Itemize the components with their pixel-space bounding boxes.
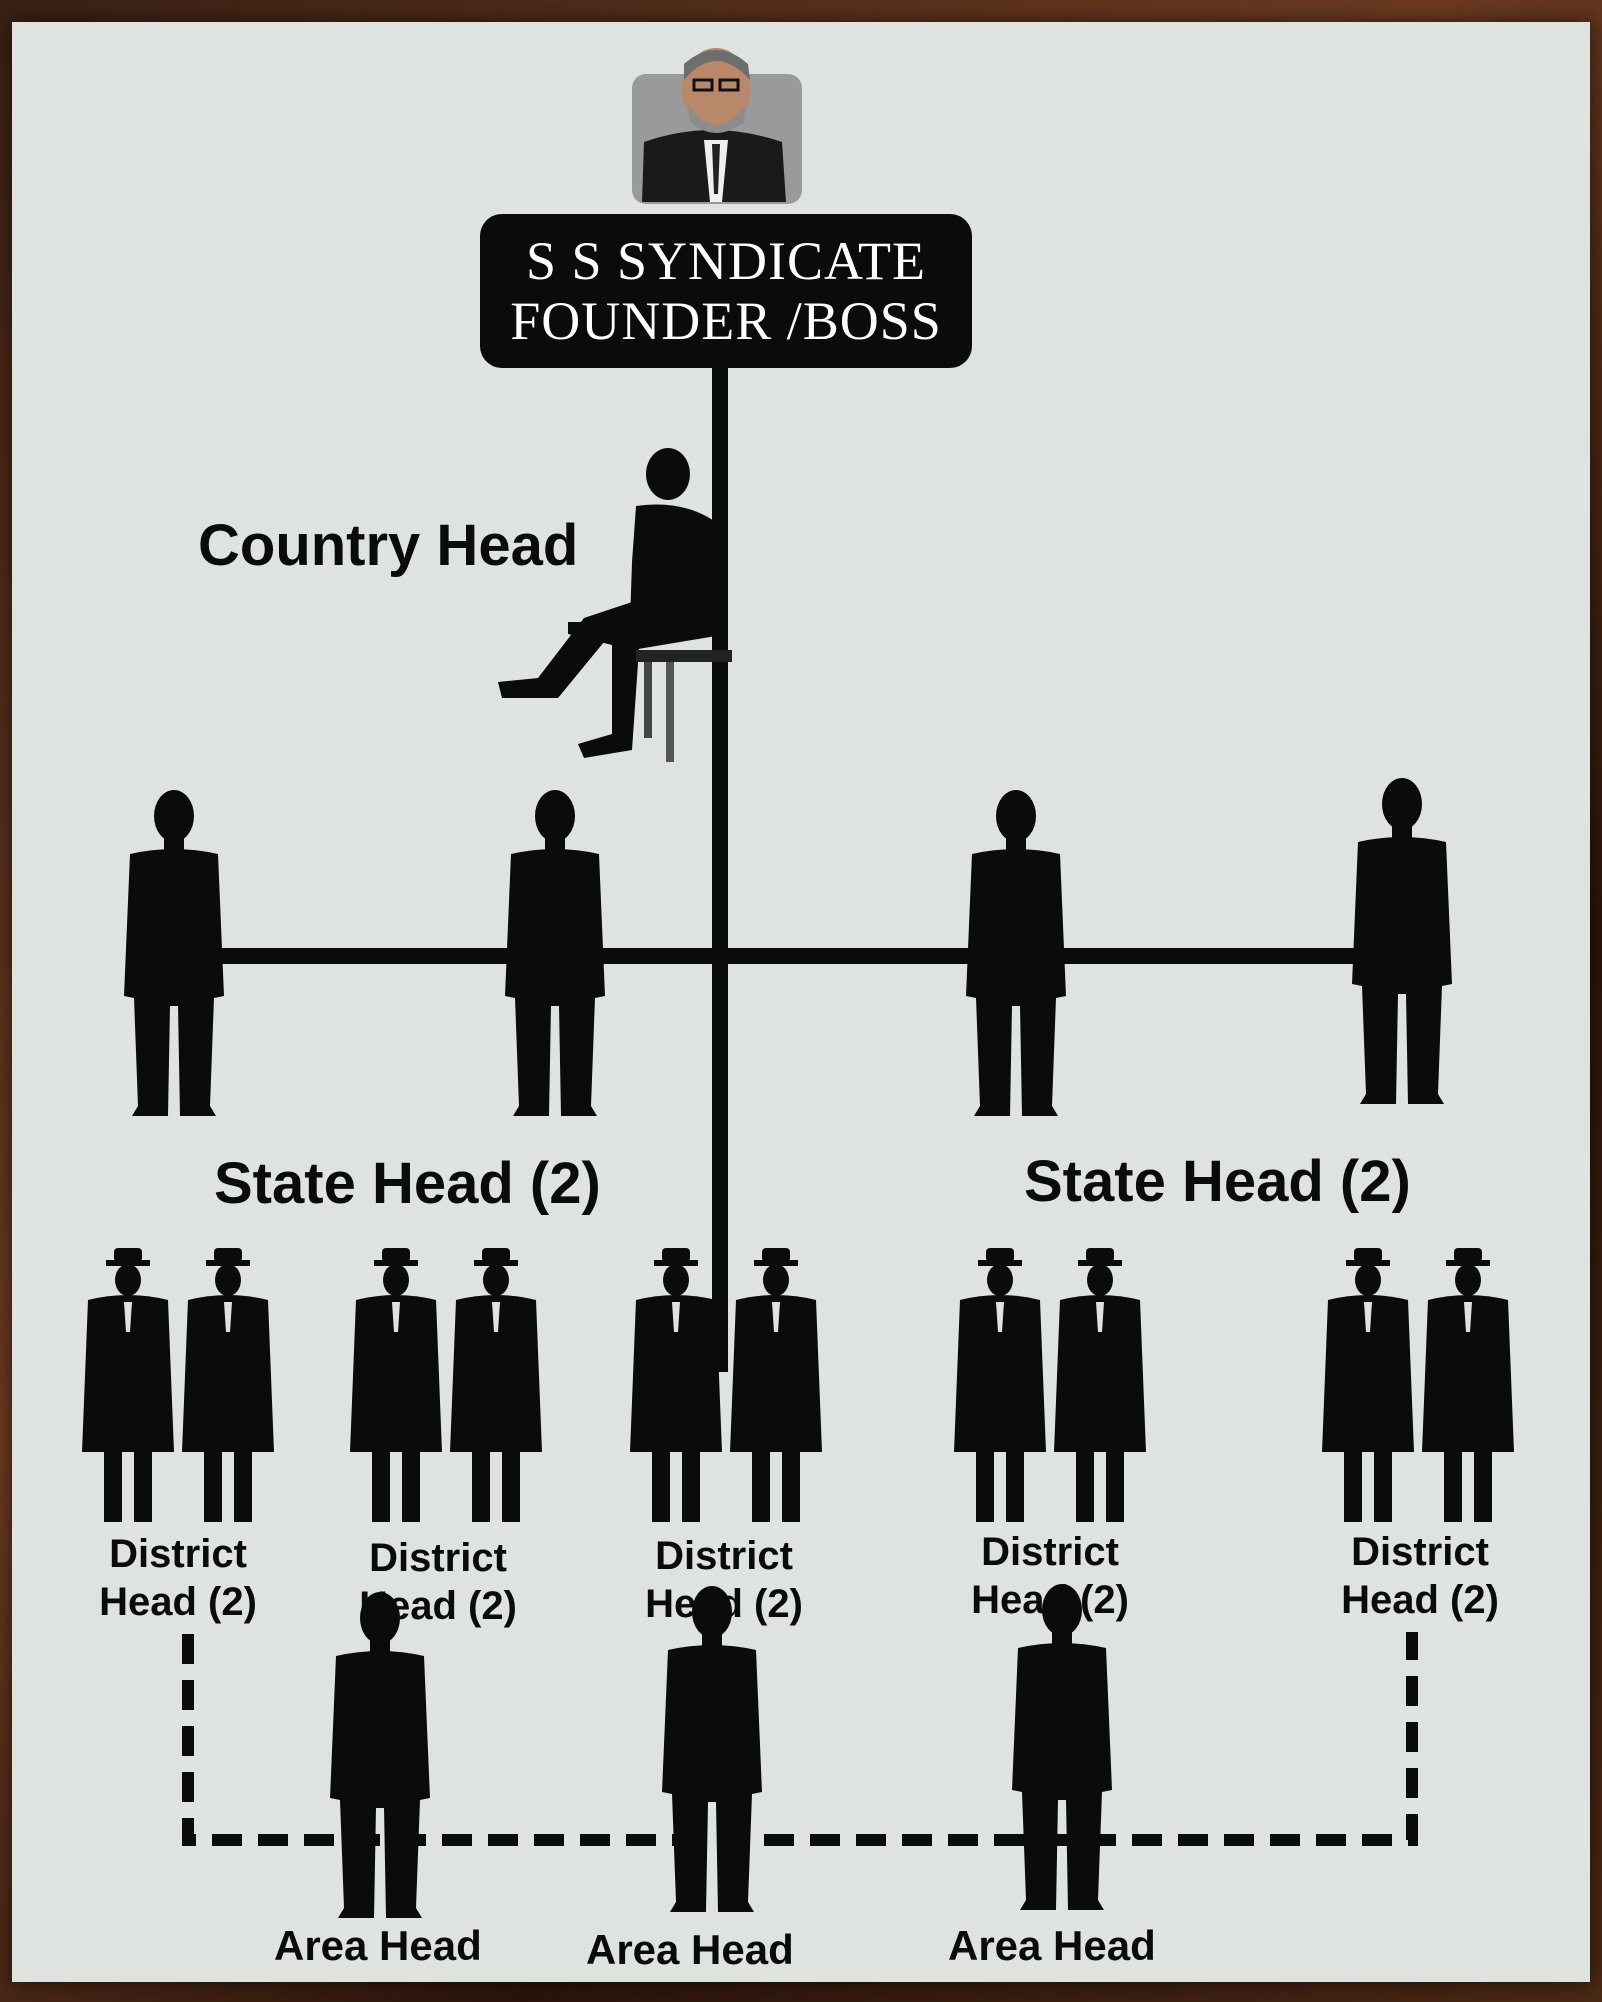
district-label-line1: District (981, 1530, 1119, 1574)
area-head-label: Area Head (274, 1922, 482, 1969)
district-label-line1: District (109, 1532, 247, 1576)
district-head-label: District Head (2) (328, 1534, 548, 1630)
founder-boss-box: S S SYNDICATE FOUNDER /BOSS (480, 214, 972, 368)
district-head-label: District Head (2) (614, 1532, 834, 1628)
state-heads (124, 778, 1452, 1116)
area-head-label: Area Head (948, 1922, 1156, 1969)
district-label-line2: Head (2) (1341, 1578, 1499, 1622)
district-label-line2: Head (2) (359, 1584, 517, 1628)
district-head-label: District Head (2) (940, 1528, 1160, 1624)
district-label-line2: Head (2) (971, 1578, 1129, 1622)
country-head-label: Country Head (198, 513, 579, 578)
org-chart-graphic (82, 48, 1514, 1918)
boss-portrait (632, 48, 802, 204)
area-heads (330, 1584, 1112, 1918)
boss-title-line2: FOUNDER /BOSS (510, 291, 942, 351)
country-head-silhouette (498, 448, 732, 762)
district-label-line2: Head (2) (645, 1582, 803, 1626)
district-label-line2: Head (2) (99, 1580, 257, 1624)
district-label-line1: District (655, 1534, 793, 1578)
state-head-label-right: State Head (2) (1024, 1149, 1411, 1214)
district-head-label: District Head (2) (68, 1530, 288, 1626)
district-label-line1: District (369, 1536, 507, 1580)
district-label-line1: District (1351, 1530, 1489, 1574)
state-head-label-left: State Head (2) (214, 1151, 601, 1216)
district-heads (82, 1248, 1514, 1522)
area-head-label: Area Head (586, 1926, 794, 1973)
boss-title-line1: S S SYNDICATE (525, 231, 927, 291)
district-head-label: District Head (2) (1310, 1528, 1530, 1624)
org-chart-panel: S S SYNDICATE FOUNDER /BOSS Country Head… (12, 22, 1590, 1982)
